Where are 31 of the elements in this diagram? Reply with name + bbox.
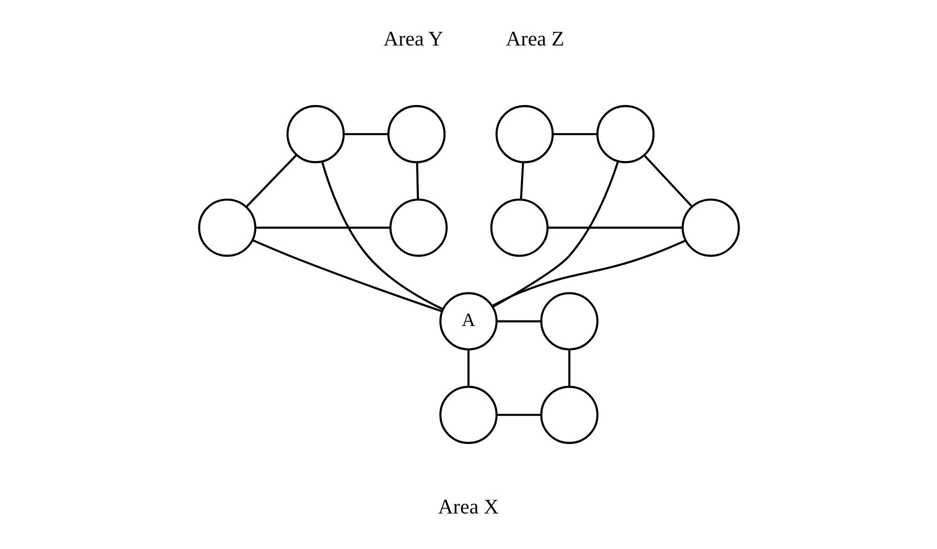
connector — [320, 161, 444, 310]
node-circle — [198, 198, 256, 257]
node-circle — [540, 386, 598, 444]
node-circle — [540, 292, 598, 350]
node-circle — [286, 105, 344, 164]
node-circle — [438, 386, 498, 444]
node-circle — [681, 198, 740, 257]
connector — [552, 133, 597, 136]
label: Area X — [438, 496, 498, 519]
connector — [568, 350, 570, 387]
node-circle — [495, 105, 554, 164]
connector — [252, 239, 442, 312]
node-circle — [490, 198, 548, 257]
connector — [466, 350, 470, 387]
connector — [491, 240, 686, 307]
connector — [245, 154, 297, 208]
node-circle — [386, 105, 446, 164]
connector — [496, 414, 541, 416]
label: Area Y — [382, 28, 443, 51]
connector — [416, 162, 418, 200]
connector — [492, 161, 618, 308]
connector — [519, 162, 524, 200]
connector — [496, 320, 541, 322]
node-circle: A — [438, 292, 498, 350]
connector — [547, 226, 682, 229]
label: Area Z — [505, 28, 564, 51]
node-circle — [388, 198, 448, 257]
node-circle — [596, 105, 654, 164]
connector — [643, 154, 692, 208]
connector — [344, 133, 388, 136]
connector — [255, 226, 390, 229]
